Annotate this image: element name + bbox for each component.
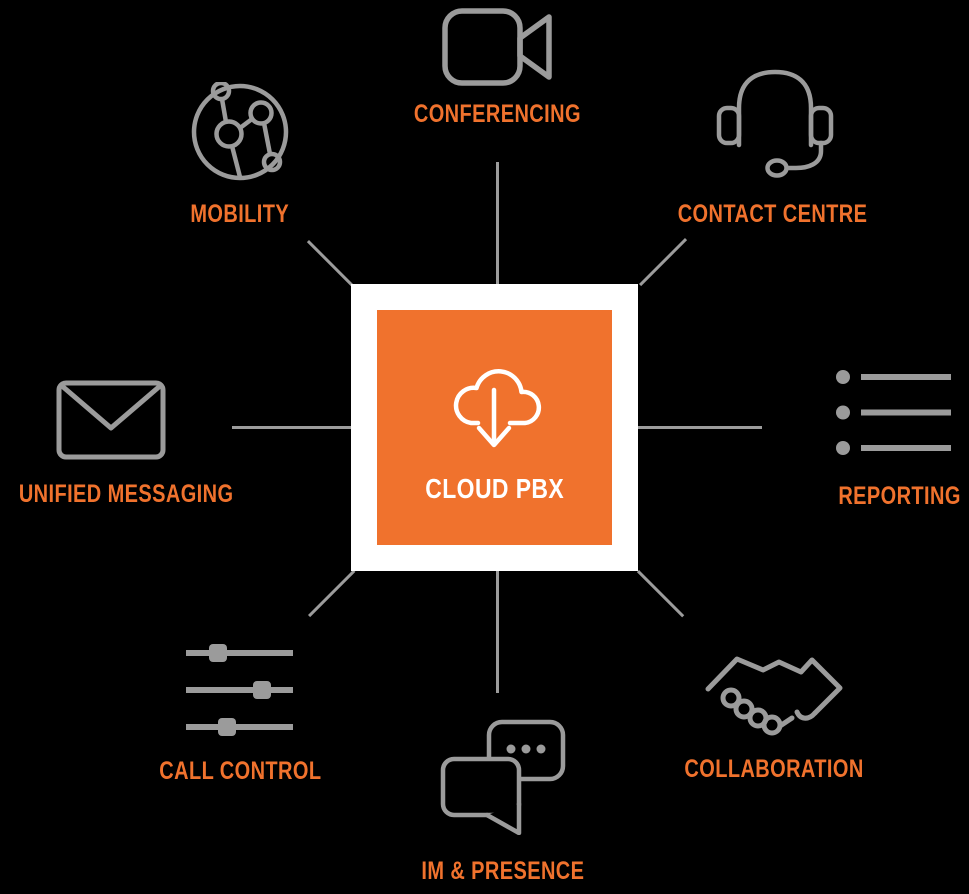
connector-line-bottom-left xyxy=(308,569,356,618)
node-label-im-presence: IM & PRESENCE xyxy=(421,857,585,885)
center-hub-label: CLOUD PBX xyxy=(425,473,564,504)
node-label-call-control: CALL CONTROL xyxy=(158,757,322,785)
handshake-icon xyxy=(705,656,843,736)
connector-line-top xyxy=(496,162,499,284)
video-camera-icon xyxy=(442,8,552,86)
connector-line-bottom xyxy=(496,571,499,693)
connector-line-right xyxy=(638,426,762,429)
connector-line-bottom-right xyxy=(636,570,685,618)
node-label-conferencing: CONFERENCING xyxy=(413,100,581,128)
globe-network-icon xyxy=(191,82,289,181)
center-hub: CLOUD PBX xyxy=(351,284,638,571)
connector-line-left xyxy=(232,426,351,429)
cloud-pbx-card: CLOUD PBX xyxy=(377,310,612,545)
envelope-icon xyxy=(56,380,166,460)
node-label-contact-centre: CONTACT CENTRE xyxy=(678,200,868,228)
cloud-download-icon xyxy=(453,369,542,448)
node-label-reporting: REPORTING xyxy=(838,482,962,510)
connector-line-top-right xyxy=(639,238,688,287)
node-label-mobility: MOBILITY xyxy=(190,200,290,228)
bullet-list-icon xyxy=(836,370,951,455)
headset-icon xyxy=(716,69,834,178)
node-label-collaboration: COLLABORATION xyxy=(684,755,864,783)
node-label-unified-messaging: UNIFIED MESSAGING xyxy=(18,480,234,508)
sliders-icon xyxy=(186,644,293,736)
connector-line-top-left xyxy=(306,240,353,286)
chat-bubbles-icon xyxy=(440,719,566,835)
